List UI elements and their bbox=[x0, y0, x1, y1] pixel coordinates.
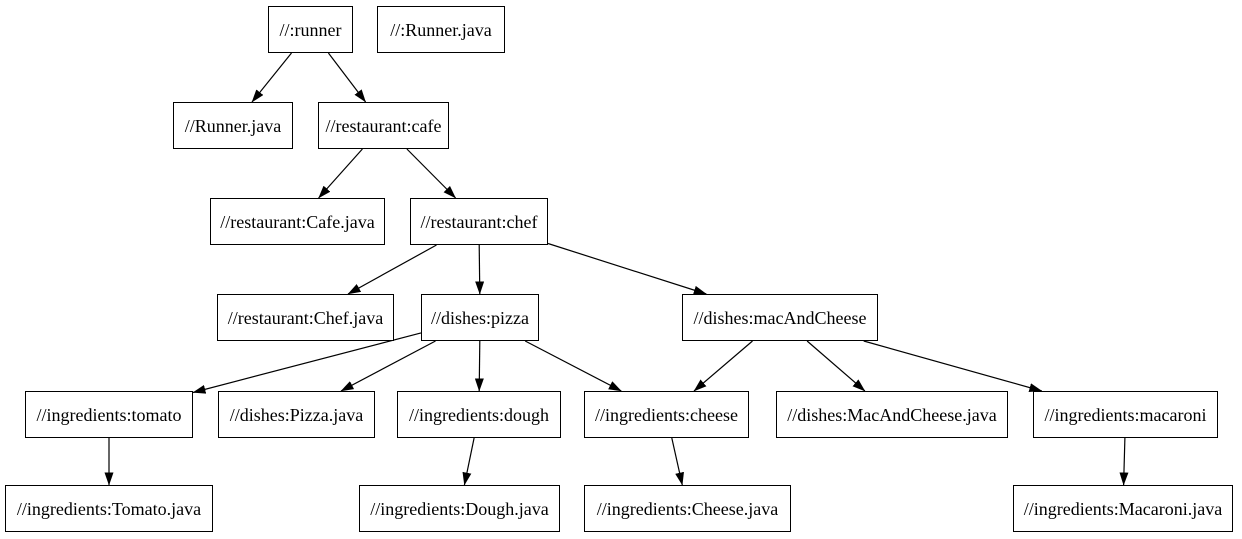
graph-node-chef: //restaurant:chef bbox=[410, 198, 548, 245]
graph-node-mac-and-cheese: //dishes:macAndCheese bbox=[682, 294, 878, 341]
edge-mac-and-cheese-to-mac-and-cheese-java bbox=[806, 340, 866, 392]
node-label: //Runner.java bbox=[184, 115, 282, 136]
node-label: //:runner bbox=[279, 19, 342, 40]
graph-node-tomato-java: //ingredients:Tomato.java bbox=[5, 485, 213, 532]
edge-runner-to-runner-java-file bbox=[251, 52, 292, 103]
graph-node-runner-java-lib: //:Runner.java bbox=[377, 6, 505, 53]
graph-node-cheese: //ingredients:cheese bbox=[584, 391, 749, 438]
edge-chef-to-pizza bbox=[475, 244, 485, 295]
node-label: //restaurant:Chef.java bbox=[227, 307, 384, 328]
edge-cafe-to-chef bbox=[406, 148, 457, 199]
node-label: //restaurant:Cafe.java bbox=[220, 211, 375, 232]
graph-node-tomato: //ingredients:tomato bbox=[25, 391, 193, 438]
node-label: //ingredients:Cheese.java bbox=[596, 498, 779, 519]
node-label: //dishes:macAndCheese bbox=[693, 307, 867, 328]
node-label: //ingredients:tomato bbox=[36, 404, 182, 425]
edge-mac-and-cheese-to-cheese bbox=[693, 340, 753, 392]
node-label: //dishes:Pizza.java bbox=[229, 404, 364, 425]
graph-node-pizza-java: //dishes:Pizza.java bbox=[218, 391, 375, 438]
edge-macaroni-to-macaroni-java bbox=[1119, 437, 1129, 486]
graph-node-pizza: //dishes:pizza bbox=[421, 294, 539, 341]
edge-pizza-to-tomato bbox=[192, 332, 422, 394]
graph-node-mac-and-cheese-java: //dishes:MacAndCheese.java bbox=[776, 391, 1008, 438]
node-label: //:Runner.java bbox=[390, 19, 492, 40]
node-label: //restaurant:cafe bbox=[325, 115, 442, 136]
node-label: //ingredients:dough bbox=[409, 404, 549, 425]
graph-node-dough-java: //ingredients:Dough.java bbox=[359, 485, 560, 532]
edge-cafe-to-cafe-java bbox=[318, 148, 363, 199]
edge-pizza-to-cheese bbox=[524, 340, 622, 392]
edge-pizza-to-dough bbox=[474, 340, 484, 392]
edge-cheese-to-cheese-java bbox=[671, 437, 684, 486]
graph-node-macaroni: //ingredients:macaroni bbox=[1033, 391, 1218, 438]
edge-chef-to-chef-java bbox=[347, 244, 437, 295]
edge-chef-to-mac-and-cheese bbox=[547, 242, 707, 295]
node-label: //ingredients:cheese bbox=[595, 404, 738, 425]
node-label: //dishes:MacAndCheese.java bbox=[787, 404, 997, 425]
edge-runner-to-cafe bbox=[327, 52, 367, 103]
graph-node-chef-java: //restaurant:Chef.java bbox=[217, 294, 394, 341]
node-label: //restaurant:chef bbox=[420, 211, 538, 232]
node-label: //dishes:pizza bbox=[431, 307, 529, 328]
graph-node-cafe-java: //restaurant:Cafe.java bbox=[210, 198, 385, 245]
graph-node-cafe: //restaurant:cafe bbox=[318, 102, 449, 149]
edge-mac-and-cheese-to-macaroni bbox=[863, 340, 1043, 392]
edge-pizza-to-pizza-java bbox=[340, 340, 436, 392]
node-label: //ingredients:Tomato.java bbox=[16, 498, 202, 519]
graph-node-macaroni-java: //ingredients:Macaroni.java bbox=[1013, 485, 1233, 532]
edge-dough-to-dough-java bbox=[462, 437, 475, 486]
graph-node-cheese-java: //ingredients:Cheese.java bbox=[584, 485, 791, 532]
node-label: //ingredients:macaroni bbox=[1044, 404, 1207, 425]
graph-node-dough: //ingredients:dough bbox=[397, 391, 561, 438]
graph-node-runner: //:runner bbox=[268, 6, 353, 53]
node-label: //ingredients:Macaroni.java bbox=[1023, 498, 1223, 519]
node-label: //ingredients:Dough.java bbox=[370, 498, 549, 519]
graph-node-runner-java-file: //Runner.java bbox=[173, 102, 293, 149]
